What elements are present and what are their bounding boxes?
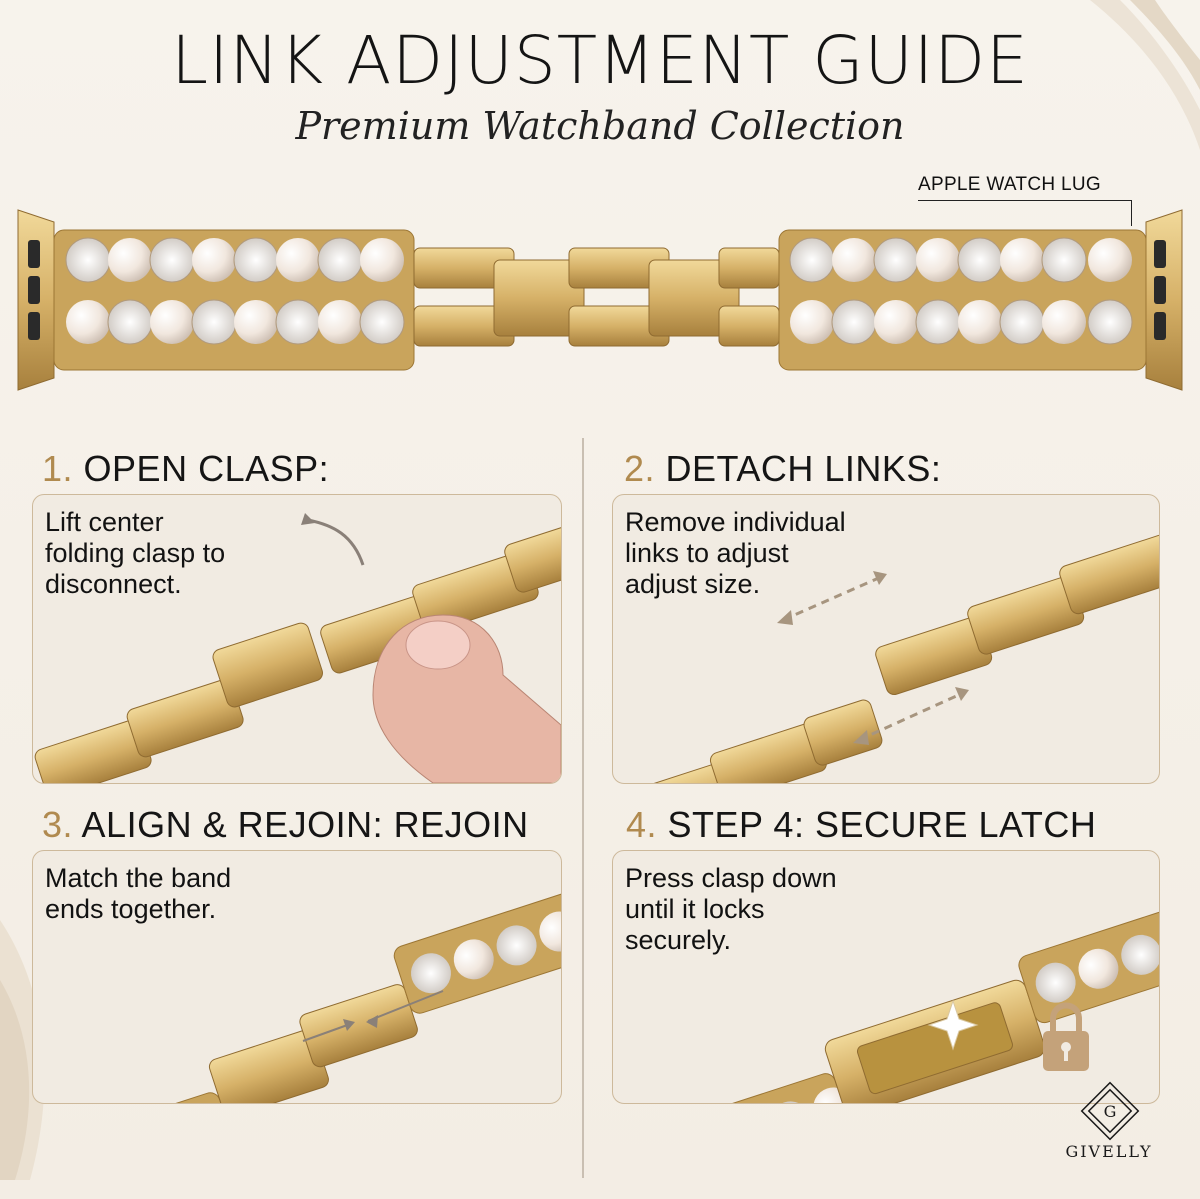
step-1-number: 1. xyxy=(42,448,74,489)
step-1-heading: OPEN CLASP: xyxy=(83,448,330,489)
step-2-panel: Remove individual links to adjust adjust… xyxy=(612,494,1160,784)
pearl-row-top-right xyxy=(789,237,1132,283)
lock-icon xyxy=(1043,1002,1089,1071)
brand-logo: G xyxy=(1080,1081,1140,1141)
center-metal-links xyxy=(413,247,780,347)
step-4-heading: STEP 4: SECURE LATCH xyxy=(667,804,1097,845)
pearl-row-bottom-left xyxy=(66,299,405,345)
apple-watch-lug-label: APPLE WATCH LUG xyxy=(918,174,1101,195)
step-4-title: 4. STEP 4: SECURE LATCH xyxy=(626,804,1096,846)
step-4-text: Press clasp down until it locks securely… xyxy=(625,863,837,955)
sparkle-icon xyxy=(927,999,979,1051)
step-3-illustration xyxy=(47,889,561,1103)
ribbon-decoration-bottom-left xyxy=(0,920,45,1180)
step-3-panel: Match the band ends together. xyxy=(32,850,562,1104)
pearl-row-top-left xyxy=(65,237,404,283)
step-4-number: 4. xyxy=(626,804,658,845)
align-arrow-icon xyxy=(302,990,444,1042)
page-title: LINK ADJUSTMENT GUIDE xyxy=(171,22,1029,99)
step-2-text: Remove individual links to adjust adjust… xyxy=(625,507,846,599)
step-2-heading: DETACH LINKS: xyxy=(665,448,942,489)
lift-arrow-icon xyxy=(307,518,365,566)
step-1-title: 1. OPEN CLASP: xyxy=(42,448,329,490)
pearl-row-bottom-right xyxy=(790,299,1133,345)
step-4-panel: Press clasp down until it locks securely… xyxy=(612,850,1160,1104)
step-3-title: 3. ALIGN & REJOIN: REJOIN xyxy=(42,804,529,846)
step-3-text: Match the band ends together. xyxy=(45,863,232,924)
lug-pointer-line-vertical xyxy=(1131,200,1132,226)
step-1-illustration xyxy=(34,513,561,783)
brand-name: GIVELLY xyxy=(1065,1142,1153,1161)
finger-icon xyxy=(372,614,561,783)
step-2-number: 2. xyxy=(624,448,656,489)
step-3-heading: ALIGN & REJOIN: REJOIN xyxy=(81,804,529,845)
step-3-number: 3. xyxy=(42,804,74,845)
ribbon-decoration-top-right xyxy=(1090,0,1200,150)
center-divider xyxy=(582,438,584,1178)
lug-pointer-line xyxy=(918,200,1132,201)
step-1-text: Lift center folding clasp to disconnect. xyxy=(45,507,226,599)
step-2-title: 2. DETACH LINKS: xyxy=(624,448,941,490)
watchband-illustration xyxy=(17,209,1183,391)
step-2-illustration xyxy=(617,532,1159,783)
page-subtitle: Premium Watchband Collection xyxy=(295,104,905,148)
brand-monogram: G xyxy=(1104,1102,1117,1121)
step-1-panel: Lift center folding clasp to disconnect. xyxy=(32,494,562,784)
detach-arrow-icon xyxy=(782,575,964,742)
step-4-illustration xyxy=(615,905,1159,1103)
